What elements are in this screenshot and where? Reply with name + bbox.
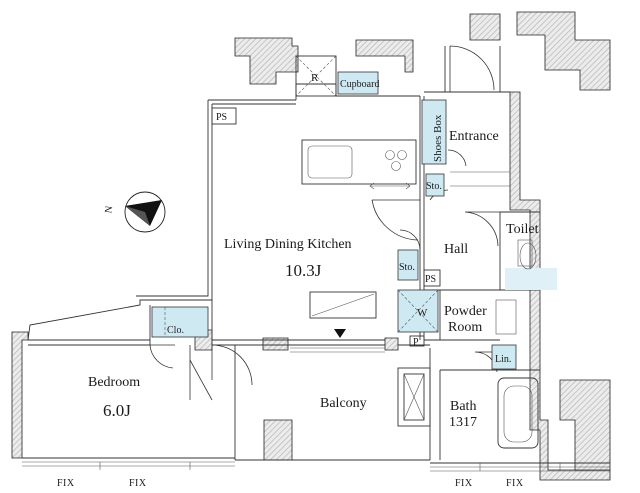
wall-outline bbox=[22, 46, 610, 472]
ldk-label: Living Dining Kitchen bbox=[224, 237, 352, 252]
refrigerator-label: R bbox=[311, 72, 319, 84]
north-arrow-icon bbox=[124, 191, 166, 233]
linen-label: Lin. bbox=[495, 354, 511, 365]
storage-lower-label: Sto. bbox=[399, 262, 415, 273]
powder-room-label-1: Powder bbox=[444, 304, 487, 319]
bath-label: Bath bbox=[450, 399, 476, 414]
fixtures bbox=[211, 55, 539, 449]
doors bbox=[149, 45, 500, 401]
fix-window-2: FIX bbox=[129, 478, 147, 489]
hall-label: Hall bbox=[444, 242, 468, 257]
fix-window-4: FIX bbox=[506, 478, 524, 489]
storage-upper-label: Sto. bbox=[426, 181, 442, 192]
balcony-label: Balcony bbox=[320, 396, 367, 411]
north-label: N bbox=[103, 205, 115, 214]
closet-label: Clo. bbox=[167, 325, 184, 336]
entry-triangle-icon bbox=[334, 329, 346, 338]
storage-areas bbox=[151, 71, 557, 370]
labels: Living Dining Kitchen 10.3J Bedroom 6.0J… bbox=[57, 72, 539, 489]
bedroom-area: 6.0J bbox=[103, 401, 131, 420]
washer-label: W bbox=[417, 307, 428, 319]
bath-size: 1317 bbox=[449, 415, 477, 430]
ps-mid-label: PS bbox=[425, 274, 436, 285]
cupboard-label: Cupboard bbox=[340, 79, 379, 90]
bedroom-label: Bedroom bbox=[88, 375, 140, 390]
fix-window-3: FIX bbox=[455, 478, 473, 489]
ldk-area: 10.3J bbox=[285, 261, 322, 280]
toilet-label: Toilet bbox=[506, 222, 539, 237]
p-marker-label: P bbox=[413, 337, 419, 348]
shoes-box-label: Shoes Box bbox=[432, 114, 444, 162]
fix-window-1: FIX bbox=[57, 478, 75, 489]
powder-room-label-2: Room bbox=[448, 320, 482, 335]
ps-left-label: PS bbox=[216, 112, 227, 123]
entrance-label: Entrance bbox=[449, 129, 499, 144]
structural-walls bbox=[11, 11, 611, 481]
